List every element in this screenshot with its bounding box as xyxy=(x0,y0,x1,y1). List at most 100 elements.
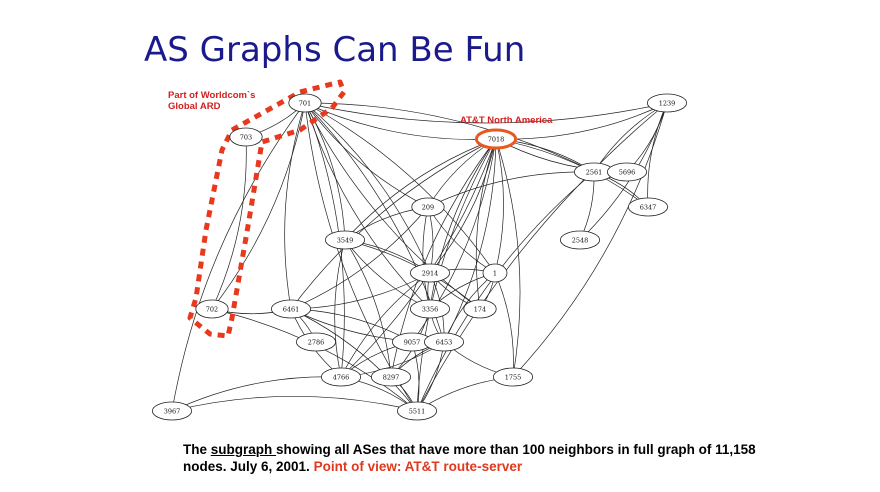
edge-209-6461 xyxy=(290,206,429,310)
node-174-label: 174 xyxy=(474,306,486,314)
node-5511-shape xyxy=(396,401,437,421)
edge-2914-4766 xyxy=(340,272,431,378)
node-5696-shape xyxy=(607,162,648,182)
node-8297-shape xyxy=(370,367,411,387)
node-703: 703 xyxy=(229,127,263,147)
node-6347-shape xyxy=(628,197,669,217)
node-702-label: 702 xyxy=(206,306,218,314)
node-2548: 2548 xyxy=(560,230,601,250)
slide-title: AS Graphs Can Be Fun xyxy=(144,30,526,70)
edge-3549-4766 xyxy=(334,239,346,378)
edge-701-3549 xyxy=(304,102,346,241)
node-5696-label: 5696 xyxy=(619,169,636,177)
node-4766: 4766 xyxy=(320,367,361,387)
edge-7018-6461 xyxy=(290,138,497,310)
node-7018: 7018 xyxy=(474,128,518,150)
caption-part2: showing all ASes that have more than 100… xyxy=(183,442,756,474)
node-209: 209 xyxy=(411,197,445,217)
edge-4766-3967 xyxy=(171,376,342,412)
node-703-shape xyxy=(229,127,263,147)
caption-subgraph: subgraph xyxy=(210,442,277,457)
edge-1239-6347 xyxy=(647,102,668,208)
edge-7018-6347 xyxy=(495,138,649,208)
edge-7018-2914 xyxy=(429,138,497,274)
node-2786-shape xyxy=(295,332,336,352)
node-209-label: 209 xyxy=(422,204,434,212)
worldcom-callout: Part of Worldcom`s Global ARD xyxy=(168,90,256,112)
node-209-shape xyxy=(411,197,445,217)
node-2786: 2786 xyxy=(295,332,336,352)
node-4766-shape xyxy=(320,367,361,387)
node-6453-shape xyxy=(423,332,464,352)
node-6453: 6453 xyxy=(423,332,464,352)
node-9057-label: 9057 xyxy=(404,339,421,347)
edge-6453-5511 xyxy=(416,341,445,412)
node-3356: 3356 xyxy=(409,299,450,319)
node-1-shape xyxy=(482,263,508,283)
node-6453-label: 6453 xyxy=(436,339,453,347)
node-2548-shape xyxy=(560,230,601,250)
node-2914-shape xyxy=(409,263,450,283)
node-1239: 1239 xyxy=(647,93,688,113)
node-6347: 6347 xyxy=(628,197,669,217)
node-701-shape xyxy=(288,93,322,113)
edges-layer xyxy=(171,102,668,412)
edge-7018-9057 xyxy=(411,138,497,343)
att-callout: AT&T North America xyxy=(460,115,553,126)
node-6461-shape xyxy=(270,299,311,319)
edge-701-2914 xyxy=(304,102,431,274)
node-174: 174 xyxy=(463,299,497,319)
edge-701-1 xyxy=(304,102,496,274)
node-1239-label: 1239 xyxy=(659,100,676,108)
caption-part1: The xyxy=(183,442,211,457)
node-2548-label: 2548 xyxy=(572,237,589,245)
node-701-label: 701 xyxy=(299,100,311,108)
edge-209-2914 xyxy=(427,206,434,274)
node-2786-label: 2786 xyxy=(308,339,325,347)
node-3549: 3549 xyxy=(324,230,365,250)
node-7018-label: 7018 xyxy=(488,136,505,144)
node-3356-label: 3356 xyxy=(422,306,439,314)
edge-7018-1 xyxy=(494,138,504,274)
edge-3967-5511 xyxy=(171,395,418,412)
node-1-label: 1 xyxy=(493,270,497,278)
edge-701-1239 xyxy=(304,102,668,124)
node-5696: 5696 xyxy=(607,162,648,182)
node-1239-shape xyxy=(647,93,688,113)
edge-1-1755 xyxy=(494,272,514,378)
node-3356-shape xyxy=(409,299,450,319)
edge-209-3356 xyxy=(422,206,431,310)
edge-1239-7018 xyxy=(495,102,668,140)
edge-7018-3356 xyxy=(429,138,497,310)
worldcom-dashed-outline xyxy=(187,79,347,339)
edge-3549-8297 xyxy=(344,239,392,378)
node-1755-label: 1755 xyxy=(505,374,522,382)
node-8297: 8297 xyxy=(370,367,411,387)
node-174-shape xyxy=(463,299,497,319)
node-1: 1 xyxy=(482,263,508,283)
edge-7018-174 xyxy=(475,138,497,310)
node-1755: 1755 xyxy=(492,367,533,387)
caption-highlight: Point of view: AT&T route-server xyxy=(313,459,523,474)
node-3967-label: 3967 xyxy=(164,408,181,416)
edge-9057-5511 xyxy=(411,341,420,412)
node-702: 702 xyxy=(195,299,229,319)
node-5511: 5511 xyxy=(396,401,437,421)
edge-701-3967 xyxy=(171,102,306,412)
edge-701-702 xyxy=(211,102,306,310)
node-6461: 6461 xyxy=(270,299,311,319)
edge-701-3356 xyxy=(304,102,431,310)
node-3549-shape xyxy=(324,230,365,250)
edge-701-209 xyxy=(304,102,429,208)
edge-702-703 xyxy=(211,136,247,310)
edge-701-174 xyxy=(304,102,481,310)
edge-7018-1755 xyxy=(495,138,521,378)
node-3967: 3967 xyxy=(151,401,192,421)
edge-1239-5696 xyxy=(626,102,668,173)
node-2914-label: 2914 xyxy=(422,270,439,278)
edge-6461-5511 xyxy=(290,308,418,412)
slide-caption: The subgraph showing all ASes that have … xyxy=(183,441,783,475)
edge-2561-209 xyxy=(427,171,595,208)
